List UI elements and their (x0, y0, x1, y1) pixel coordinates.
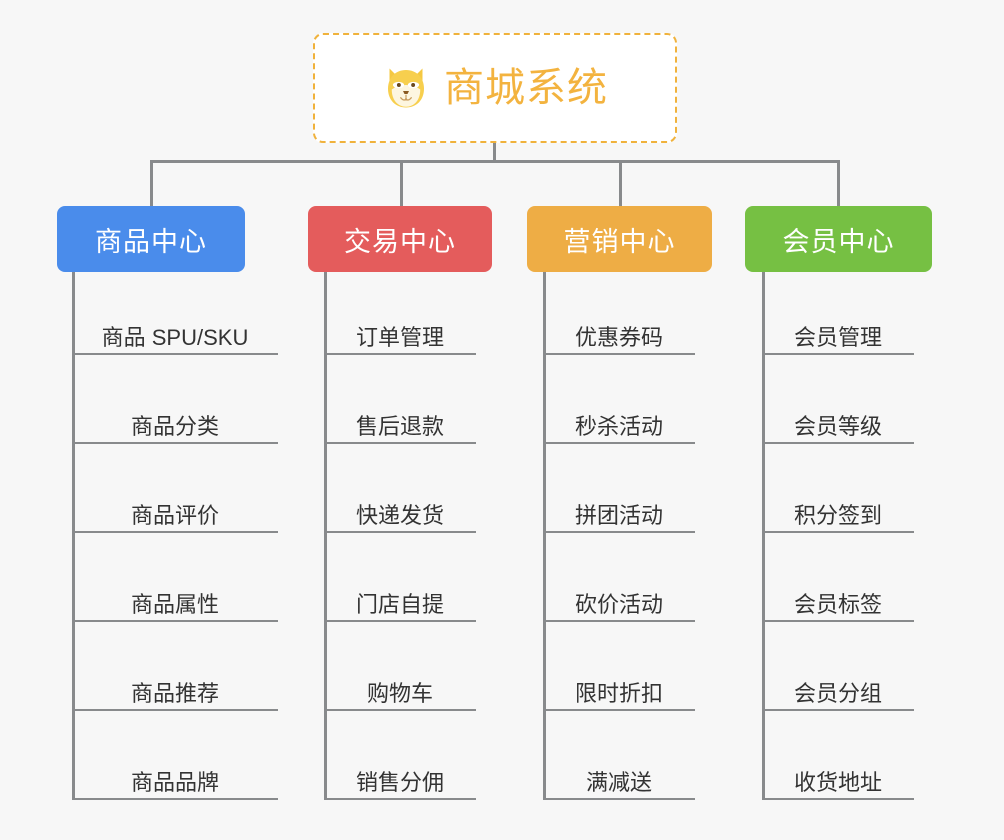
connector-drop-商品中心 (150, 160, 153, 207)
connector-bus-bar (150, 160, 840, 163)
leaf-item-label: 商品 SPU/SKU (101, 325, 249, 350)
leaf-item[interactable]: 会员管理 (762, 317, 914, 355)
leaf-item[interactable]: 商品评价 (72, 495, 278, 533)
category-label: 商品中心 (95, 226, 207, 257)
leaf-item-label: 优惠券码 (574, 325, 663, 350)
leaf-item-label: 会员等级 (793, 414, 882, 439)
leaf-item-label: 会员管理 (793, 325, 882, 350)
leaf-item[interactable]: 限时折扣 (543, 673, 695, 711)
leaf-item-label: 订单管理 (355, 325, 444, 350)
category-box-0[interactable]: 商品中心 (57, 206, 245, 272)
branch-spine-1 (324, 272, 327, 800)
leaf-item-label: 销售分佣 (355, 770, 444, 795)
leaf-item[interactable]: 收货地址 (762, 762, 914, 800)
leaf-item[interactable]: 商品 SPU/SKU (72, 317, 278, 355)
leaf-item[interactable]: 售后退款 (324, 406, 476, 444)
leaf-item-label: 限时折扣 (574, 681, 663, 706)
leaf-item-label: 商品属性 (130, 592, 219, 617)
connector-root-stem (493, 143, 496, 163)
connector-drop-营销中心 (619, 160, 622, 207)
branch-spine-2 (543, 272, 546, 800)
connector-drop-交易中心 (400, 160, 403, 207)
leaf-item-label: 售后退款 (355, 414, 444, 439)
leaf-item-label: 拼团活动 (574, 503, 663, 528)
leaf-item-label: 商品推荐 (130, 681, 219, 706)
leaf-item[interactable]: 积分签到 (762, 495, 914, 533)
leaf-item[interactable]: 商品推荐 (72, 673, 278, 711)
leaf-item[interactable]: 商品分类 (72, 406, 278, 444)
leaf-item[interactable]: 会员标签 (762, 584, 914, 622)
connector-drop-会员中心 (837, 160, 840, 207)
leaf-item[interactable]: 砍价活动 (543, 584, 695, 622)
leaf-item[interactable]: 会员等级 (762, 406, 914, 444)
leaf-item-label: 砍价活动 (574, 592, 663, 617)
leaf-item-label: 门店自提 (355, 592, 444, 617)
category-box-2[interactable]: 营销中心 (527, 206, 712, 272)
leaf-item-label: 收货地址 (793, 770, 882, 795)
root-node-label: 商城系统 (444, 66, 608, 110)
leaf-item[interactable]: 快递发货 (324, 495, 476, 533)
leaf-item[interactable]: 商品品牌 (72, 762, 278, 800)
leaf-item-label: 满减送 (585, 770, 652, 795)
category-box-3[interactable]: 会员中心 (745, 206, 932, 272)
leaf-item-label: 快递发货 (355, 503, 444, 528)
leaf-item[interactable]: 优惠券码 (543, 317, 695, 355)
leaf-item[interactable]: 购物车 (324, 673, 476, 711)
leaf-item-label: 积分签到 (793, 503, 882, 528)
leaf-item-label: 会员标签 (793, 592, 882, 617)
leaf-item-label: 商品评价 (130, 503, 219, 528)
shiba-dog-face-icon (388, 68, 424, 108)
root-node-商城系统[interactable]: 商城系统 (313, 33, 677, 143)
leaf-item-label: 商品品牌 (130, 770, 219, 795)
leaf-item[interactable]: 拼团活动 (543, 495, 695, 533)
leaf-item-label: 秒杀活动 (574, 414, 663, 439)
leaf-item[interactable]: 门店自提 (324, 584, 476, 622)
leaf-item[interactable]: 商品属性 (72, 584, 278, 622)
leaf-item-label: 购物车 (366, 681, 433, 706)
leaf-item[interactable]: 满减送 (543, 762, 695, 800)
leaf-item[interactable]: 订单管理 (324, 317, 476, 355)
leaf-item[interactable]: 秒杀活动 (543, 406, 695, 444)
category-label: 营销中心 (563, 226, 676, 257)
branch-spine-3 (762, 272, 765, 800)
leaf-item-label: 商品分类 (130, 414, 219, 439)
leaf-item-label: 会员分组 (793, 681, 882, 706)
category-box-1[interactable]: 交易中心 (308, 206, 492, 272)
branch-spine-0 (72, 272, 75, 800)
category-label: 交易中心 (344, 226, 456, 257)
category-label: 会员中心 (782, 226, 895, 257)
leaf-item[interactable]: 会员分组 (762, 673, 914, 711)
leaf-item[interactable]: 销售分佣 (324, 762, 476, 800)
